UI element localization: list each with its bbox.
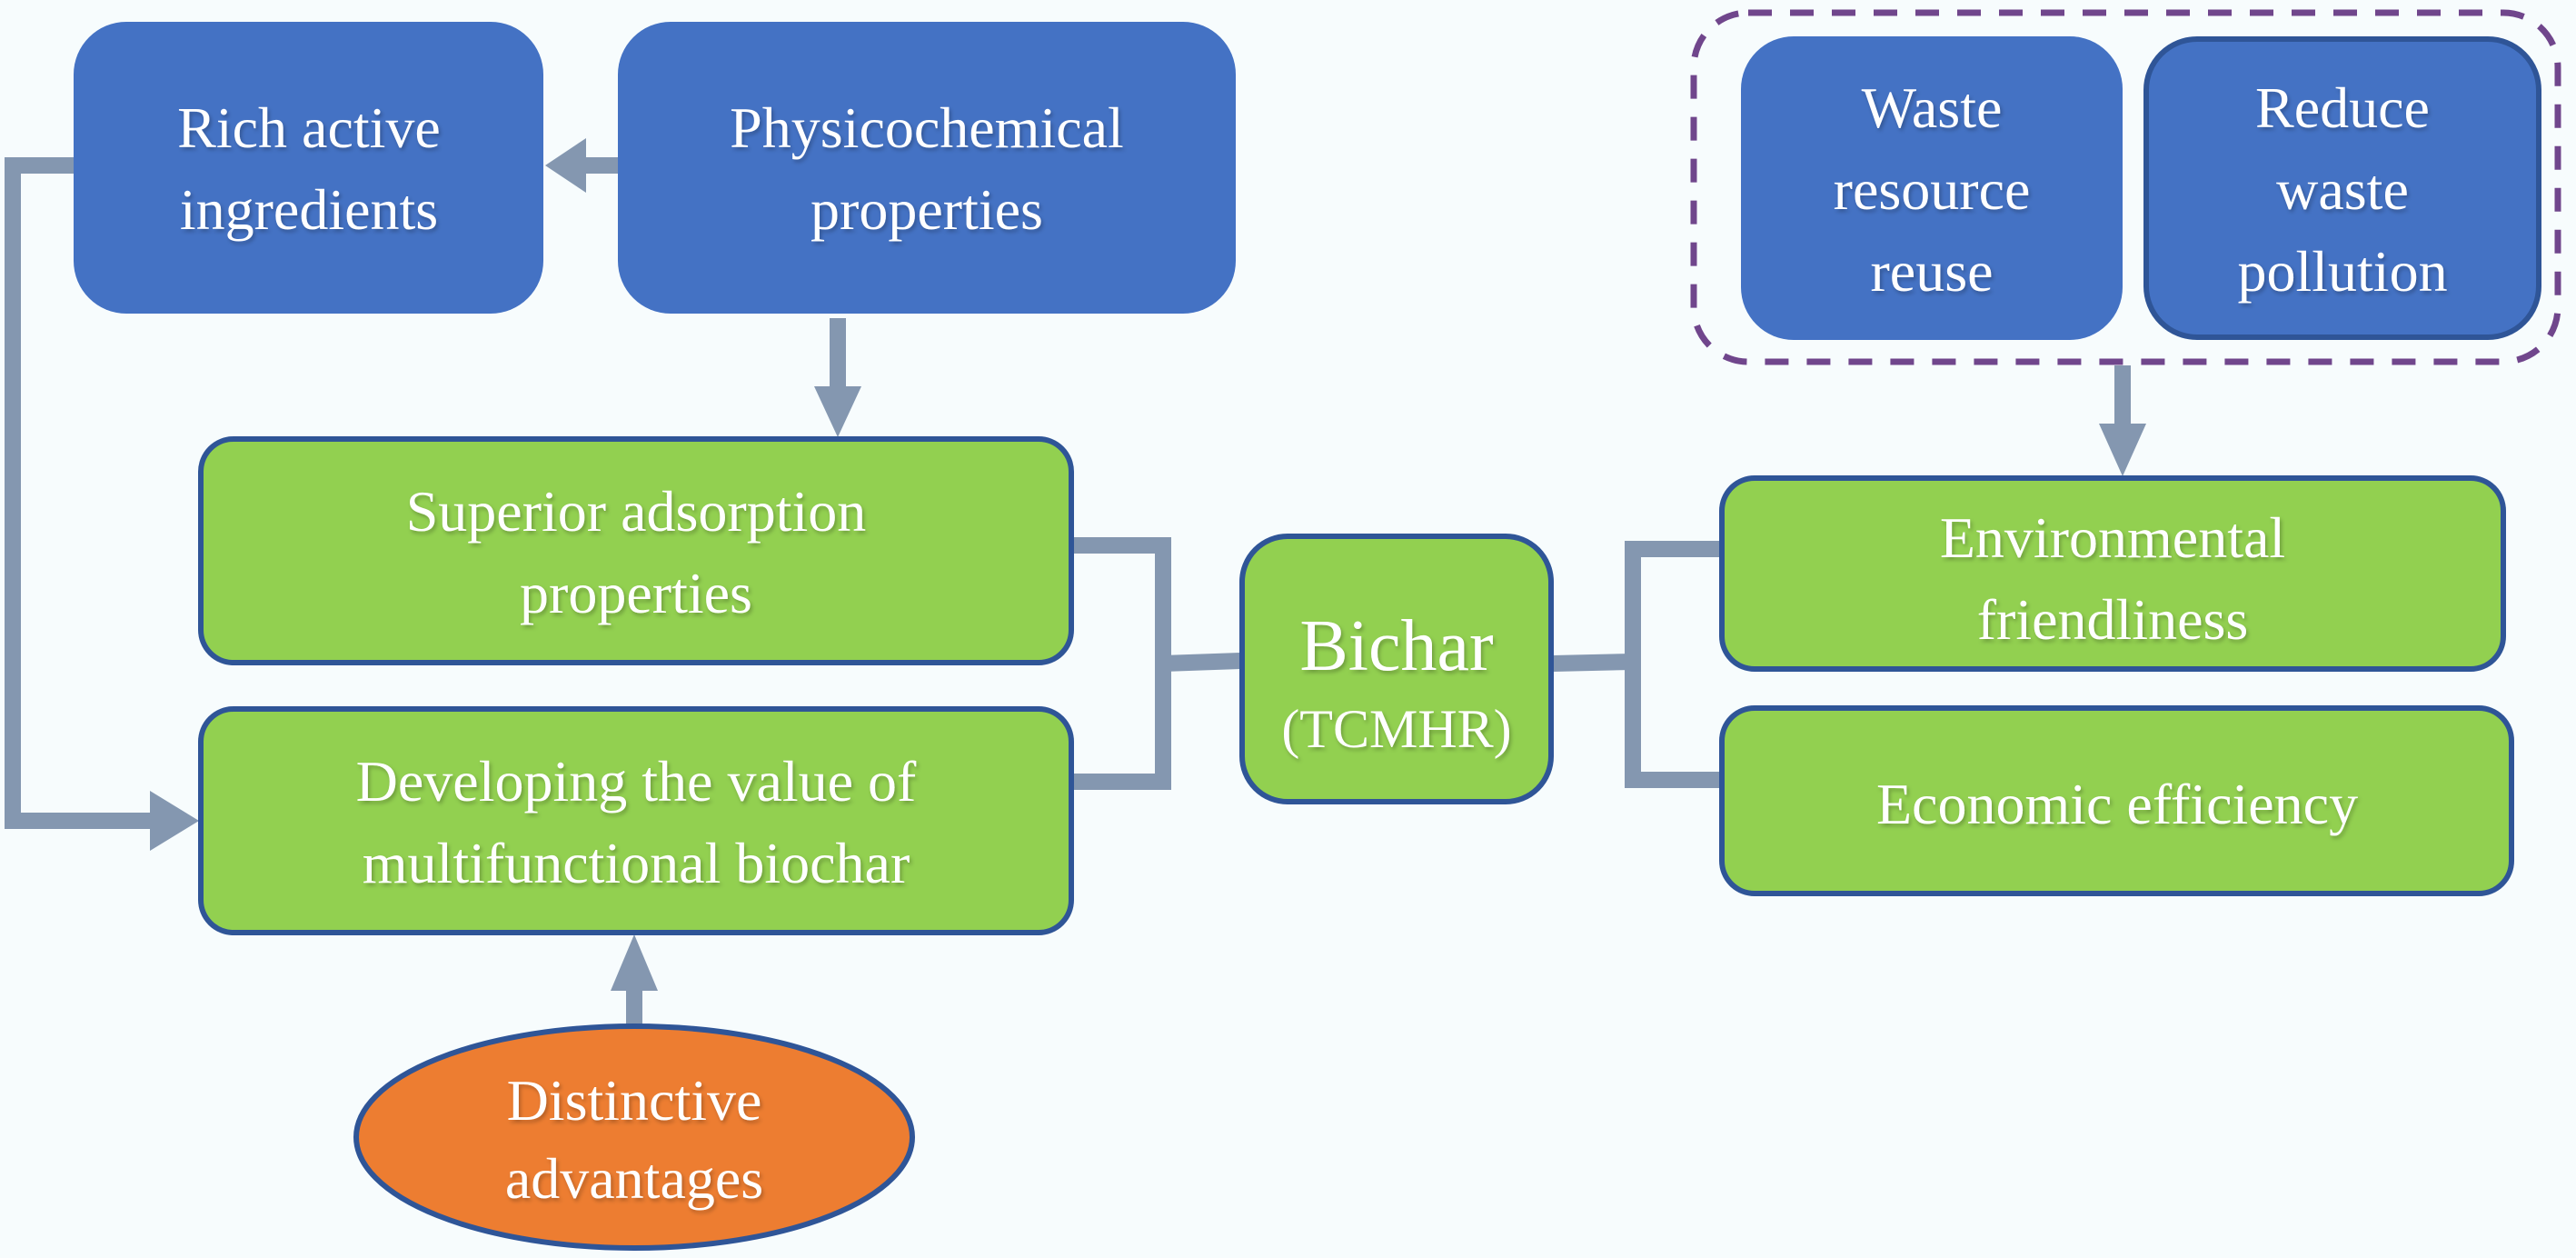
node-label: Physicochemical — [730, 95, 1124, 160]
node-label: multifunctional biochar — [363, 831, 910, 895]
connector-superior-bracket — [1073, 537, 1171, 790]
node-label: Reduce — [2255, 75, 2430, 140]
node-label: Rich active — [177, 95, 441, 160]
node-waste-resource-reuse[interactable]: Waste resource reuse — [1741, 36, 2123, 340]
node-label: waste — [2276, 157, 2409, 222]
node-title: Bichar — [1299, 606, 1493, 686]
node-label: reuse — [1870, 239, 1993, 304]
node-label: advantages — [505, 1146, 763, 1211]
node-environmental-friendliness[interactable]: Environmental friendliness — [1719, 475, 2506, 672]
node-label: ingredients — [180, 177, 438, 242]
node-label: properties — [520, 561, 752, 625]
arrowhead-left-icon — [545, 138, 586, 193]
arrowhead-down-icon — [814, 386, 861, 437]
connector-rich-to-developing — [5, 157, 154, 829]
arrowhead-up-icon — [611, 934, 658, 991]
node-label: Environmental — [1940, 505, 2285, 570]
node-label: Superior adsorption — [406, 479, 867, 544]
node-rich-active[interactable]: Rich active ingredients — [74, 22, 543, 314]
waste-group-dashed-border — [1690, 9, 2561, 365]
connectors — [5, 157, 2131, 1025]
node-label: pollution — [2237, 239, 2447, 304]
node-label: Distinctive — [507, 1068, 762, 1133]
node-distinctive-advantages[interactable]: Distinctive advantages — [353, 1023, 915, 1251]
connector-bichar-to-bracket — [1552, 654, 1634, 672]
node-reduce-waste-pollution[interactable]: Reduce waste pollution — [2143, 36, 2541, 340]
node-label: friendliness — [1977, 587, 2249, 652]
node-subtitle: (TCMHR) — [1281, 699, 1511, 759]
connector-bracket-to-bichar — [1162, 653, 1241, 672]
node-economic-efficiency[interactable]: Economic efficiency — [1719, 705, 2514, 896]
connector-right-bracket — [1625, 541, 1720, 788]
node-label: Economic efficiency — [1876, 772, 2358, 836]
arrowhead-down-icon — [2099, 424, 2146, 476]
node-bichar[interactable]: Bichar (TCMHR) — [1239, 534, 1554, 804]
node-label: Waste — [1862, 75, 2003, 140]
arrowheads — [150, 138, 2146, 991]
node-physicochemical[interactable]: Physicochemical properties — [618, 22, 1236, 314]
node-label: Developing the value of — [356, 749, 917, 814]
node-superior-adsorption[interactable]: Superior adsorption properties — [198, 436, 1074, 665]
arrowhead-right-icon — [150, 791, 199, 851]
node-label: properties — [811, 177, 1043, 242]
node-label: resource — [1834, 157, 2031, 222]
node-developing-value[interactable]: Developing the value of multifunctional … — [198, 706, 1074, 935]
